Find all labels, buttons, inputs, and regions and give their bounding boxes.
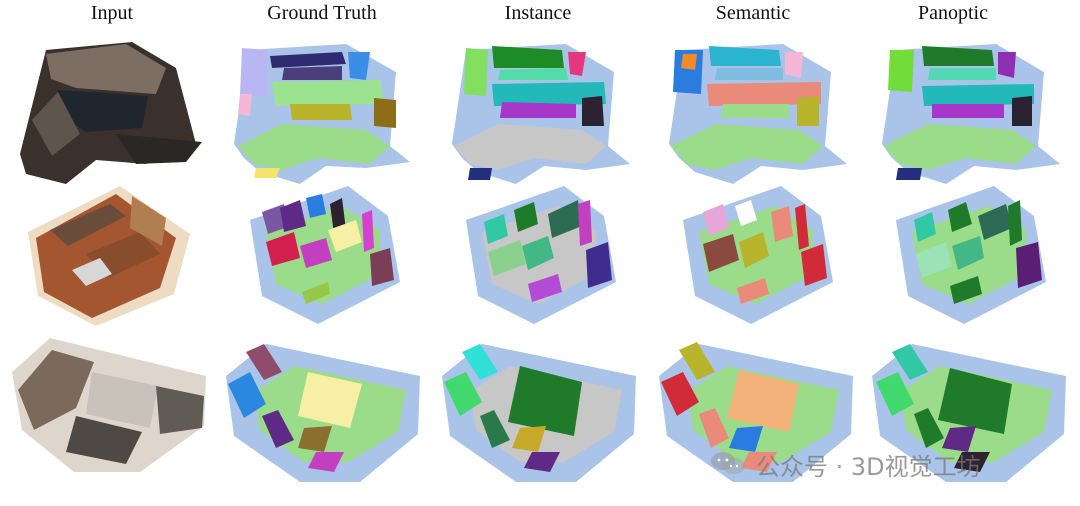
column-title-input: Input xyxy=(90,2,134,24)
column-title-semantic: Semantic xyxy=(715,2,791,24)
column-title-panoptic: Panoptic xyxy=(918,2,988,24)
row3-ground-truth-segmentation xyxy=(220,332,434,492)
row2-ground-truth-segmentation xyxy=(220,176,434,336)
row1-semantic-segmentation xyxy=(653,34,867,194)
row3-input-image xyxy=(6,332,220,492)
watermark-text: 公众号 · 3D视觉工坊 xyxy=(756,452,981,481)
row2-panoptic-segmentation xyxy=(866,176,1080,336)
row3-panoptic-segmentation xyxy=(866,332,1080,492)
column-title-ground-truth: Ground Truth xyxy=(267,2,377,24)
wechat-icon xyxy=(708,449,748,479)
wechat-watermark: 公众号 · 3D视觉工坊 xyxy=(708,447,981,481)
column-title-instance: Instance xyxy=(504,2,572,24)
row3-instance-segmentation xyxy=(436,332,650,492)
row1-input-image xyxy=(6,34,220,194)
row1-panoptic-segmentation xyxy=(866,34,1080,194)
row2-input-image xyxy=(8,176,222,336)
row1-instance-segmentation xyxy=(436,34,650,194)
row3-semantic-segmentation xyxy=(653,332,867,492)
row2-instance-segmentation xyxy=(436,176,650,336)
row2-semantic-segmentation xyxy=(653,176,867,336)
row1-ground-truth-segmentation xyxy=(220,34,434,194)
